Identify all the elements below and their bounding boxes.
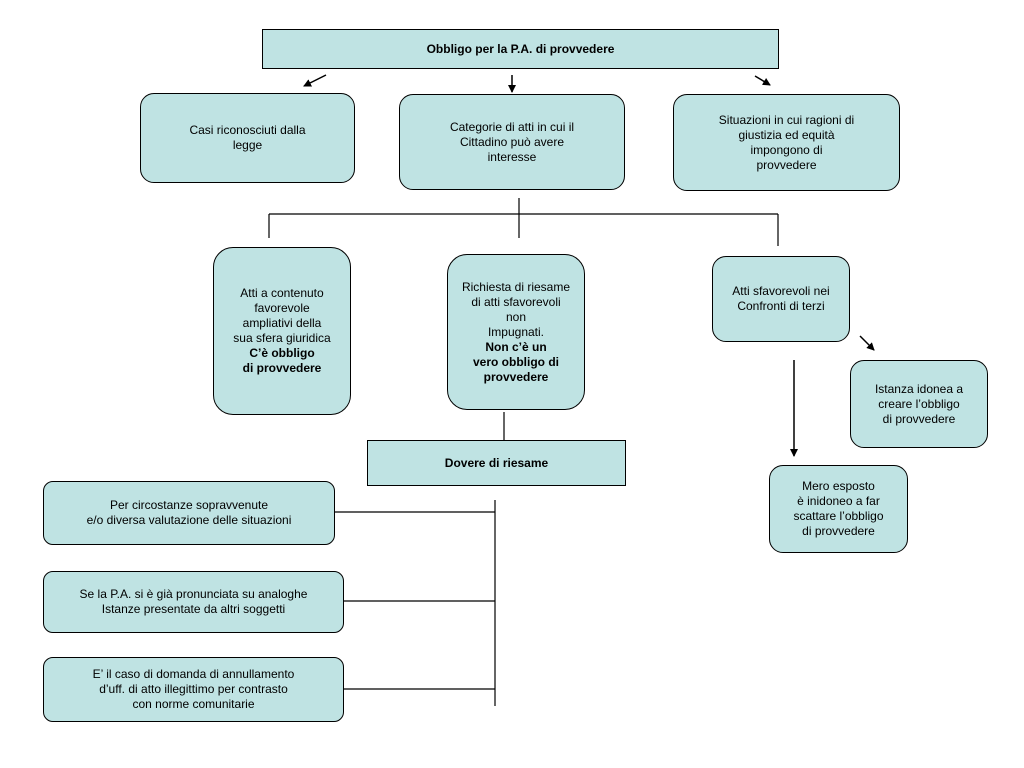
istanza-line-1: Istanza idonea a (874, 381, 964, 396)
duty-item-3-line-3: con norme comunitarie (132, 697, 255, 711)
duty-review-box: Dovere di riesame (367, 440, 626, 486)
favorable-acts-line-2: favorevole (254, 301, 310, 315)
review-request-box: Richiesta di riesame di atti sfavorevoli… (447, 254, 585, 410)
unfavorable-acts-line-2: Confronti di terzi (737, 299, 825, 313)
title-box: Obbligo per la P.A. di provvedere (262, 29, 779, 69)
duty-item-3-line-1: E’ il caso di domanda di annullamento (92, 667, 295, 681)
esposto-box: Mero esposto è inidoneo a far scattare l… (769, 465, 908, 553)
review-request-bold-2: vero obbligo di (473, 354, 559, 369)
review-request-bold-3: provvedere (483, 369, 549, 384)
title-text: Obbligo per la P.A. di provvedere (426, 41, 615, 56)
esposto-line-2: è inidoneo a far (797, 494, 880, 508)
branch-justice-equity-line-2: giustizia ed equità (738, 127, 835, 142)
favorable-acts-bold-2: di provvedere (242, 361, 322, 375)
esposto-line-1: Mero esposto (802, 479, 875, 493)
istanza-line-2: creare l’obbligo (878, 396, 960, 411)
istanza-box: Istanza idonea a creare l’obbligo di pro… (850, 360, 988, 448)
duty-review-title: Dovere di riesame (444, 455, 549, 470)
branch-act-categories: Categorie di atti in cui il Cittadino pu… (399, 94, 625, 190)
duty-item-1: Per circostanze sopravvenute e/o diversa… (43, 481, 335, 545)
branch-legal-cases-line-2: legge (232, 138, 263, 152)
duty-item-2-line-2: Istanze presentate da altri soggetti (101, 602, 286, 616)
duty-item-2: Se la P.A. si è già pronunciata su analo… (43, 571, 344, 633)
review-request-line-3: non (505, 309, 527, 324)
favorable-acts-bold-1: C’è obbligo (249, 346, 315, 360)
favorable-acts-box: Atti a contenuto favorevole ampliativi d… (213, 247, 351, 415)
duty-item-2-line-1: Se la P.A. si è già pronunciata su analo… (79, 587, 308, 601)
unfavorable-acts-line-1: Atti sfavorevoli nei (732, 284, 830, 298)
branch-justice-equity-line-1: Situazioni in cui ragioni di (718, 112, 855, 127)
duty-item-3-line-2: d’uff. di atto illegittimo per contrasto (99, 682, 288, 696)
arrow-to-istanza (859, 335, 875, 351)
esposto-line-4: di provvedere (802, 524, 875, 538)
review-request-bold-1: Non c’è un (485, 339, 547, 354)
unfavorable-acts-box: Atti sfavorevoli nei Confronti di terzi (712, 256, 850, 342)
branch-legal-cases-line-1: Casi riconosciuti dalla (189, 123, 306, 137)
review-request-line-4: Impugnati. (487, 324, 545, 339)
favorable-acts-line-1: Atti a contenuto (240, 286, 324, 300)
arrow-title-to-right (754, 75, 771, 86)
branch-justice-equity-line-4: provvedere (756, 157, 817, 172)
branch-act-categories-line-1: Categorie di atti in cui il (449, 119, 575, 134)
branch-legal-cases: Casi riconosciuti dalla legge (140, 93, 355, 183)
branch-act-categories-line-2: Cittadino può avere (459, 134, 565, 149)
duty-item-3: E’ il caso di domanda di annullamento d’… (43, 657, 344, 722)
review-request-line-2: di atti sfavorevoli (471, 294, 561, 309)
branch-act-categories-line-3: interesse (487, 149, 537, 164)
branch-justice-equity: Situazioni in cui ragioni di giustizia e… (673, 94, 900, 191)
duty-item-1-line-2: e/o diversa valutazione delle situazioni (86, 513, 292, 527)
arrow-title-to-left (303, 74, 327, 87)
favorable-acts-line-3: ampliativi della (242, 316, 322, 330)
istanza-line-3: di provvedere (882, 411, 956, 426)
duty-item-1-line-1: Per circostanze sopravvenute (109, 498, 269, 512)
favorable-acts-line-4: sua sfera giuridica (233, 331, 331, 345)
review-request-line-1: Richiesta di riesame (461, 279, 571, 294)
esposto-line-3: scattare l’obbligo (793, 509, 884, 523)
branch-justice-equity-line-3: impongono di (750, 142, 823, 157)
